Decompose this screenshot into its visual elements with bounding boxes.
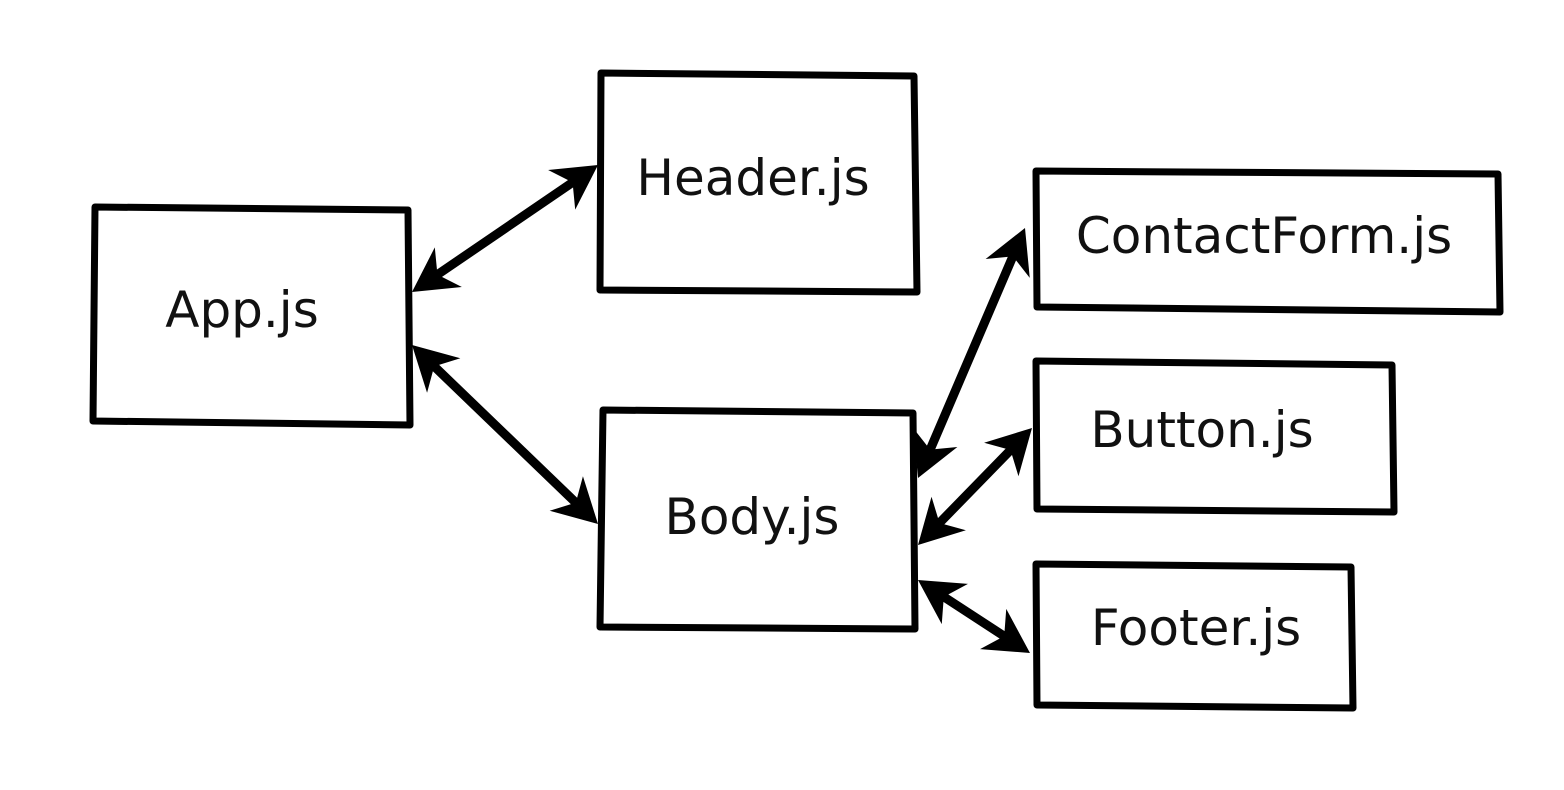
arrow-head-button xyxy=(984,428,1032,477)
arrow-head-body xyxy=(918,580,968,625)
node-app: App.js xyxy=(89,203,414,429)
edge-line xyxy=(938,591,1010,642)
node-button-box xyxy=(1032,357,1398,516)
node-button-label: Button.js xyxy=(1090,401,1313,459)
arrow-head-app xyxy=(412,345,461,393)
edge-body-contactform xyxy=(913,228,1030,478)
node-button: Button.js xyxy=(1032,357,1398,516)
node-body-box xyxy=(596,406,919,633)
edge-line xyxy=(925,251,1018,455)
edge-body-footer xyxy=(918,580,1030,653)
node-header: Header.js xyxy=(596,69,921,296)
node-footer: Footer.js xyxy=(1032,560,1357,712)
arrow-head-app xyxy=(412,247,462,292)
node-app-box xyxy=(89,203,414,429)
arrow-head-header xyxy=(548,165,598,210)
arrow-head-body xyxy=(913,428,958,478)
edge-line xyxy=(432,177,578,280)
node-header-label: Header.js xyxy=(636,149,869,207)
arrow-head-footer xyxy=(980,608,1030,653)
arrow-head-contactform xyxy=(985,228,1030,278)
node-contactform-box xyxy=(1032,167,1504,316)
node-footer-box xyxy=(1032,560,1357,712)
edge-app-body xyxy=(412,345,598,524)
arrow-head-body xyxy=(918,496,966,545)
edge-app-header xyxy=(412,165,598,292)
node-body-label: Body.js xyxy=(665,488,840,546)
node-footer-label: Footer.js xyxy=(1091,599,1301,657)
node-body: Body.js xyxy=(596,406,919,633)
arrow-head-body xyxy=(549,476,598,524)
edge-line xyxy=(934,444,1016,529)
edge-line xyxy=(429,361,581,508)
edge-body-button xyxy=(918,428,1032,545)
node-contactform: ContactForm.js xyxy=(1032,167,1504,316)
node-app-label: App.js xyxy=(165,281,319,339)
node-header-box xyxy=(596,69,921,296)
node-contactform-label: ContactForm.js xyxy=(1076,207,1452,265)
edges-layer xyxy=(412,165,1032,653)
